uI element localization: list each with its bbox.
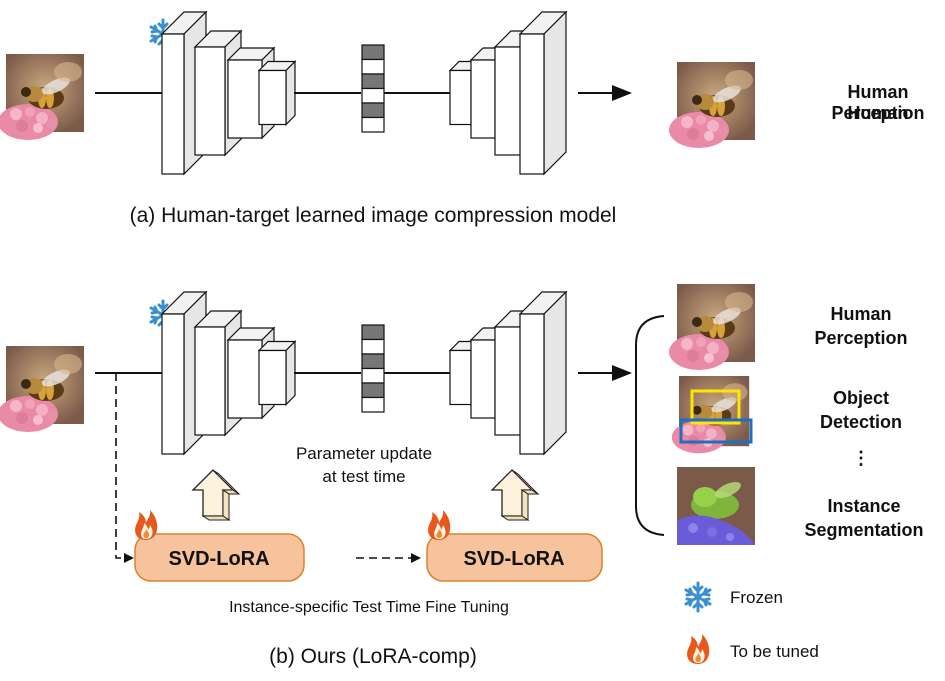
human-perception-label-b-line1: Human [830, 304, 891, 324]
object-detection-label-line2: Detection [820, 412, 902, 432]
caption-b: (b) Ours (LoRA-comp) [269, 645, 477, 668]
latent-cell [361, 116, 385, 133]
up-arrow-right-icon [491, 469, 539, 521]
output-image-human [669, 284, 755, 370]
flame-icon [135, 510, 158, 540]
encoder-block [257, 340, 297, 406]
encoder-blocks-b [160, 290, 297, 456]
human-perception-label-b-line2: Perception [814, 328, 907, 348]
input-image-a [0, 54, 84, 140]
latent-cell [361, 87, 385, 104]
latent-cell [361, 73, 385, 90]
latent-cell [361, 396, 385, 413]
legend-snowflake-icon [684, 581, 712, 613]
dashed-arrowhead-2 [411, 553, 421, 563]
up-arrow-left-icon [192, 469, 240, 521]
instance-segmentation-label-line2: Segmentation [804, 520, 923, 540]
latent-cell [361, 353, 385, 370]
human-perception-label-a-line1: Human [847, 82, 908, 102]
update-text-line1: Parameter update [296, 444, 432, 463]
svd-lora-label-right: SVD-LoRA [463, 548, 564, 570]
latent-cell [361, 324, 385, 341]
instance-segmentation-label-line1: Instance [827, 496, 900, 516]
encoder-block [226, 326, 276, 420]
dashed-branch-line [115, 373, 130, 559]
encoder-blocks-a [160, 10, 297, 176]
latent-code-a [361, 44, 385, 133]
encoder-block [257, 60, 297, 126]
svd-lora-box-right [426, 533, 603, 582]
decoder-blocks-b [448, 290, 568, 456]
flame-icon-2 [428, 510, 451, 540]
human-perception-label-a-line2: Perception [831, 103, 924, 123]
svd-lora-label-left: SVD-LoRA [168, 548, 269, 570]
bbox-yellow [690, 389, 741, 425]
latent-cell [361, 367, 385, 384]
latent-code-b [361, 324, 385, 413]
latent-cell [361, 382, 385, 399]
update-text-line2: at test time [322, 467, 405, 486]
ellipsis-label: ⋮ [852, 448, 870, 468]
finetune-text: Instance-specific Test Time Fine Tuning [229, 599, 509, 616]
dashed-arrowhead [124, 553, 134, 563]
output-image-detection [671, 376, 753, 454]
decoder-block [518, 290, 568, 456]
latent-cell [361, 102, 385, 119]
human-perception-label-a1: Human [847, 103, 908, 123]
latent-cell [361, 44, 385, 61]
output-image-a [669, 62, 755, 148]
bbox-blue [679, 418, 753, 444]
caption-a: (a) Human-target learned image compressi… [130, 204, 617, 227]
decoder-blocks-a [448, 10, 568, 176]
object-detection-label-line1: Object [833, 388, 889, 408]
svd-lora-box-left [134, 533, 305, 582]
latent-cell [361, 58, 385, 75]
latent-cell [361, 338, 385, 355]
output-image-segmentation [677, 467, 755, 545]
legend-flame-icon [687, 634, 710, 664]
legend-frozen-label: Frozen [730, 588, 783, 607]
decoder-block [518, 10, 568, 176]
output-bracket [635, 315, 665, 536]
input-image-b [0, 346, 84, 432]
legend-tuned-label: To be tuned [730, 642, 819, 661]
